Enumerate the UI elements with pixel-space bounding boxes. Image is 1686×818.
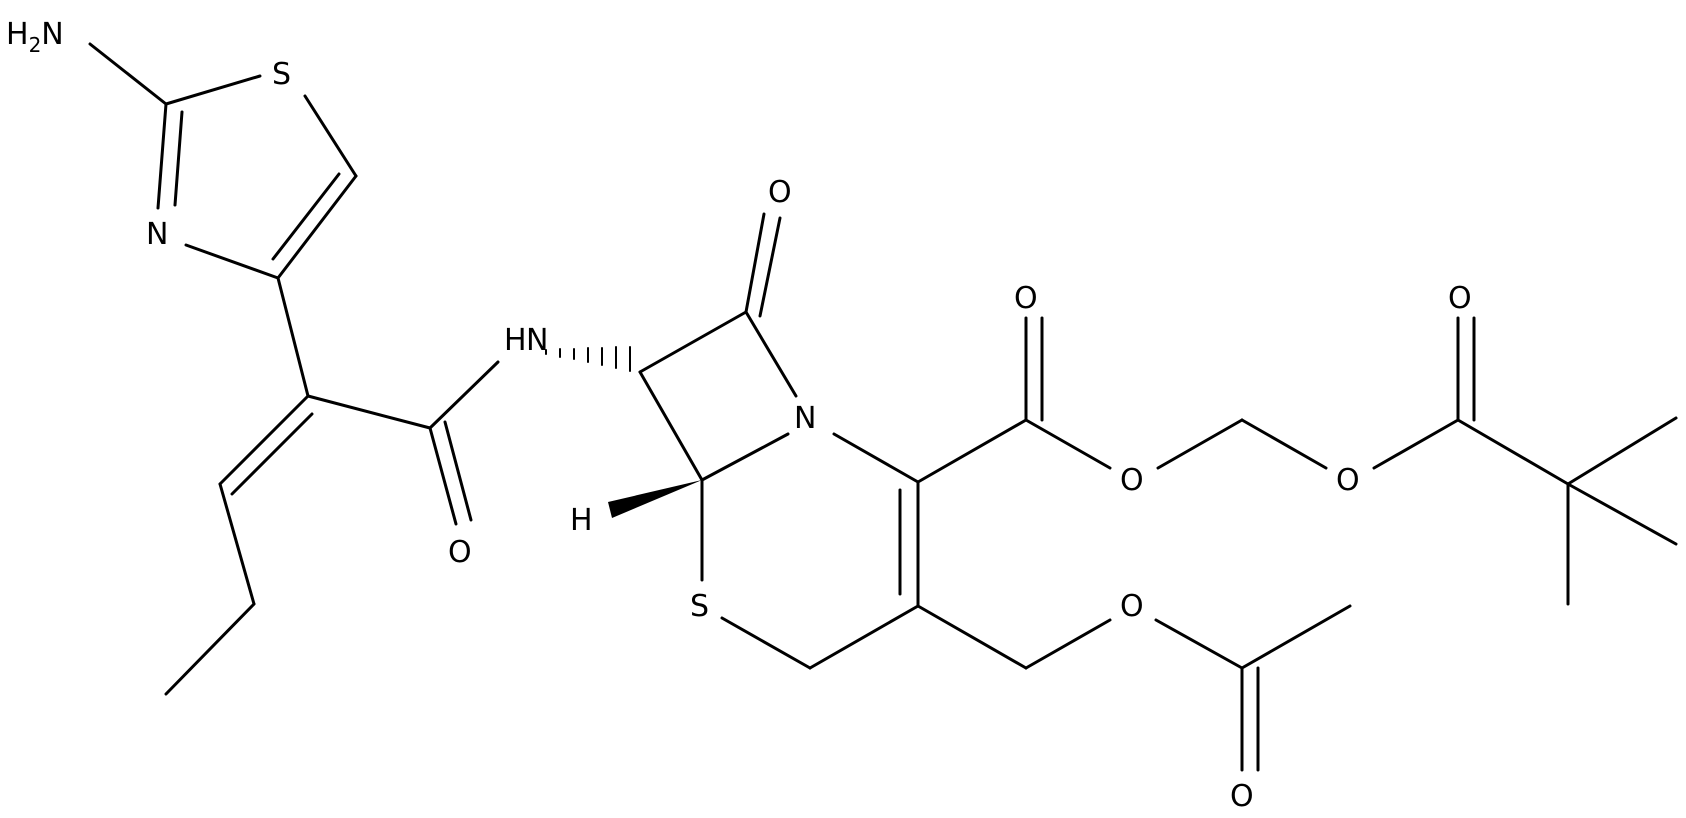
pivaloyl-carbonyl-oxygen-label: O xyxy=(1448,281,1472,316)
acetyl-carbonyl-oxygen-label: O xyxy=(1230,779,1254,814)
bond xyxy=(1240,418,1328,470)
bond xyxy=(1566,416,1678,486)
amide-nitrogen-label: N xyxy=(526,323,548,358)
bond xyxy=(230,412,314,496)
atom-labels: H2N S N H N O O N H S O O O O O O xyxy=(6,17,1472,814)
bond xyxy=(700,432,790,482)
bond xyxy=(276,174,358,280)
bond xyxy=(916,418,1028,484)
bond xyxy=(428,360,500,430)
bond xyxy=(306,394,432,430)
bond xyxy=(164,602,256,696)
thiazole-nitrogen-label: N xyxy=(146,217,168,252)
bond xyxy=(638,370,704,482)
bond xyxy=(1240,604,1352,670)
bond xyxy=(428,426,458,526)
bond xyxy=(164,74,262,106)
bond xyxy=(218,482,256,606)
ester-oxygen-label: O xyxy=(1120,463,1144,498)
amine-label: H2N xyxy=(6,17,64,57)
bond xyxy=(1566,482,1678,546)
pivaloyl-ester-oxygen-label: O xyxy=(1336,463,1360,498)
bond xyxy=(218,394,310,486)
bond xyxy=(156,102,168,210)
amide-oxygen-label: O xyxy=(448,535,472,570)
acetyl-ether-oxygen-label: O xyxy=(1120,589,1144,624)
bond xyxy=(443,420,473,522)
bond xyxy=(184,243,280,280)
bond xyxy=(744,310,798,398)
bond xyxy=(1456,418,1570,486)
bond xyxy=(916,604,1028,670)
bond xyxy=(744,212,766,314)
stereo-bonds xyxy=(545,346,702,518)
bond xyxy=(832,432,920,484)
carbonyl-oxygen-label: O xyxy=(1014,281,1038,316)
bond xyxy=(271,172,341,261)
ring-sulfur-label: S xyxy=(690,589,709,624)
bond xyxy=(808,604,920,670)
bond xyxy=(276,276,310,398)
bond xyxy=(1154,618,1244,670)
bonds xyxy=(88,42,1678,772)
bond xyxy=(88,42,168,106)
stereo-hydrogen-label: H xyxy=(570,503,593,538)
ring-nitrogen-label: N xyxy=(794,401,816,436)
bond xyxy=(720,616,812,670)
bond xyxy=(1372,418,1460,470)
bond xyxy=(1024,418,1112,470)
bond xyxy=(758,216,782,318)
bond xyxy=(173,110,184,207)
solid-wedge xyxy=(608,480,702,518)
thiazole-sulfur-label: S xyxy=(272,57,291,92)
bond xyxy=(1156,418,1244,470)
bond xyxy=(303,94,358,178)
beta-lactam-oxygen-label: O xyxy=(768,175,792,210)
bond xyxy=(638,310,748,374)
amide-nh-hydrogen-label: H xyxy=(504,323,527,358)
bond xyxy=(1024,618,1112,670)
